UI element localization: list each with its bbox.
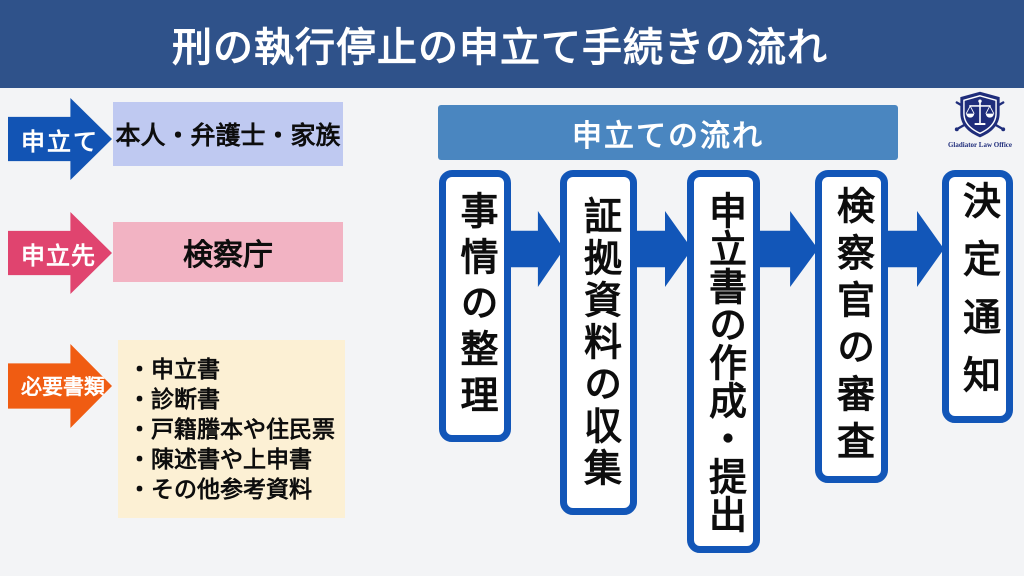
flow-header: 申立ての流れ — [438, 105, 898, 160]
page-title: 刑の執行停止の申立て手続きの流れ — [172, 26, 828, 70]
document-item: ・陳述書や上申書 — [128, 446, 312, 472]
applicant-arrow-label: 申立て — [21, 128, 99, 156]
applicant-arrow: 申立て — [8, 98, 112, 180]
shield-scales-icon — [954, 91, 1006, 138]
destination-arrow-label: 申立先 — [21, 242, 96, 270]
documents-arrow: 必要書類 — [8, 344, 112, 428]
destination-arrow: 申立先 — [8, 212, 112, 294]
document-item: ・その他参考資料 — [128, 476, 312, 502]
flow-step-5-label: 決定通知 — [956, 180, 999, 413]
flow-step-3-label: 申立書の作成・提出 — [702, 190, 745, 533]
flow-step-2-label: 証拠資料の収集 — [577, 195, 620, 490]
flow-arrow-icon — [884, 211, 944, 287]
document-item: ・診断書 — [128, 386, 220, 412]
flow-step-3: 申立書の作成・提出 — [687, 170, 760, 553]
flow-arrow-icon — [632, 211, 692, 287]
flow-arrow-icon — [506, 211, 564, 287]
destination-box: 検察庁 — [113, 222, 343, 282]
flow-arrow-icon — [756, 211, 818, 287]
title-band: 刑の執行停止の申立て手続きの流れ — [0, 0, 1024, 88]
flow-step-1: 事情の整理 — [439, 170, 511, 442]
flow-step-1-label: 事情の整理 — [454, 191, 496, 421]
flow-step-5: 決定通知 — [942, 170, 1013, 423]
law-office-logo: Gladiator Law Office — [938, 90, 1022, 149]
flow-step-4-label: 検察官の審査 — [830, 185, 873, 468]
applicant-box: 本人・弁護士・家族 — [113, 102, 343, 166]
flow-step-4: 検察官の審査 — [815, 170, 888, 483]
documents-arrow-label: 必要書類 — [21, 376, 105, 399]
document-item: ・戸籍謄本や住民票 — [128, 416, 335, 442]
logo-caption: Gladiator Law Office — [947, 141, 1013, 149]
document-item: ・申立書 — [128, 356, 220, 382]
documents-box: ・申立書 ・診断書 ・戸籍謄本や住民票 ・陳述書や上申書 ・その他参考資料 — [118, 340, 345, 518]
flow-step-2: 証拠資料の収集 — [560, 170, 637, 515]
